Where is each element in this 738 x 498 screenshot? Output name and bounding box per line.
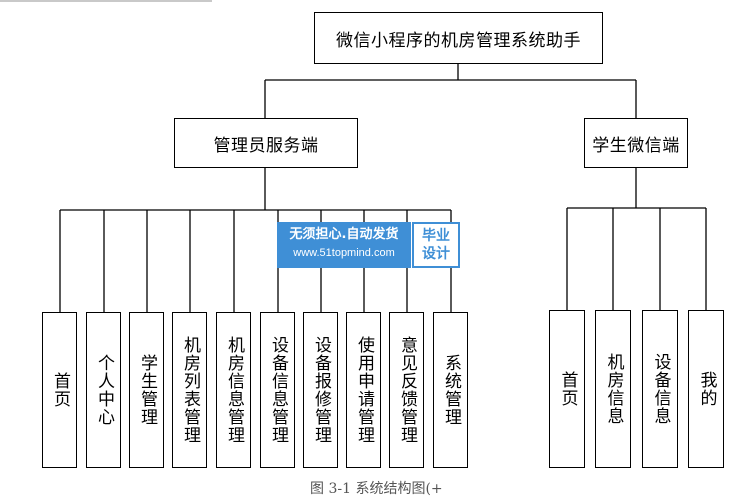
admin-leaf-room-list-mgmt: 机房列表管理 [172, 312, 207, 468]
watermark-slogan: 无须担心.自动发货 [289, 227, 399, 242]
branch-label-admin: 管理员服务端 [213, 135, 319, 156]
admin-leaf-label: 机房信息管理 [224, 336, 244, 444]
admin-leaf-system-mgmt: 系统管理 [433, 312, 468, 468]
admin-leaf-label: 使用申请管理 [354, 336, 374, 444]
student-leaf-label: 我的 [696, 371, 717, 407]
admin-leaf-label: 机房列表管理 [180, 336, 200, 444]
admin-leaf-label: 学生管理 [137, 354, 157, 426]
admin-leaf-label: 意见反馈管理 [397, 336, 417, 444]
admin-leaf-device-info-mgmt: 设备信息管理 [260, 312, 295, 468]
admin-leaf-repair-mgmt: 设备报修管理 [303, 312, 338, 468]
top-divider-line [0, 0, 212, 2]
admin-leaf-feedback-mgmt: 意见反馈管理 [389, 312, 424, 468]
student-leaf-label: 机房信息 [603, 353, 624, 425]
watermark-banner: 无须担心.自动发货 www.51topmind.com [277, 222, 411, 268]
watermark-url: www.51topmind.com [293, 247, 395, 259]
branch-node-admin: 管理员服务端 [174, 118, 358, 168]
watermark-badge-bottom: 设计 [422, 246, 450, 262]
admin-leaf-label: 设备报修管理 [311, 336, 331, 444]
root-node: 微信小程序的机房管理系统助手 [314, 12, 603, 64]
admin-leaf-label: 系统管理 [441, 354, 461, 426]
student-leaf-room-info: 机房信息 [595, 310, 631, 468]
admin-leaf-room-info-mgmt: 机房信息管理 [216, 312, 251, 468]
admin-leaf-label: 设备信息管理 [268, 336, 288, 444]
admin-leaf-student-mgmt: 学生管理 [129, 312, 164, 468]
watermark-badge-top: 毕业 [422, 228, 450, 244]
watermark-badge: 毕业 设计 [412, 222, 460, 268]
admin-leaf-label: 个人中心 [94, 354, 114, 426]
admin-leaf-personal-center: 个人中心 [86, 312, 121, 468]
student-leaf-home: 首页 [549, 310, 585, 468]
student-leaf-device-info: 设备信息 [642, 310, 678, 468]
branch-node-student: 学生微信端 [584, 118, 688, 168]
admin-leaf-usage-request-mgmt: 使用申请管理 [346, 312, 381, 468]
admin-leaf-label: 首页 [50, 372, 70, 408]
admin-leaf-home: 首页 [42, 312, 77, 468]
student-leaf-label: 设备信息 [650, 353, 671, 425]
root-label: 微信小程序的机房管理系统助手 [336, 30, 581, 51]
student-leaf-mine: 我的 [688, 310, 724, 468]
figure-caption: 图 3-1 系统结构图(+ [310, 481, 443, 497]
branch-label-student: 学生微信端 [592, 135, 680, 156]
student-leaf-label: 首页 [557, 371, 578, 407]
